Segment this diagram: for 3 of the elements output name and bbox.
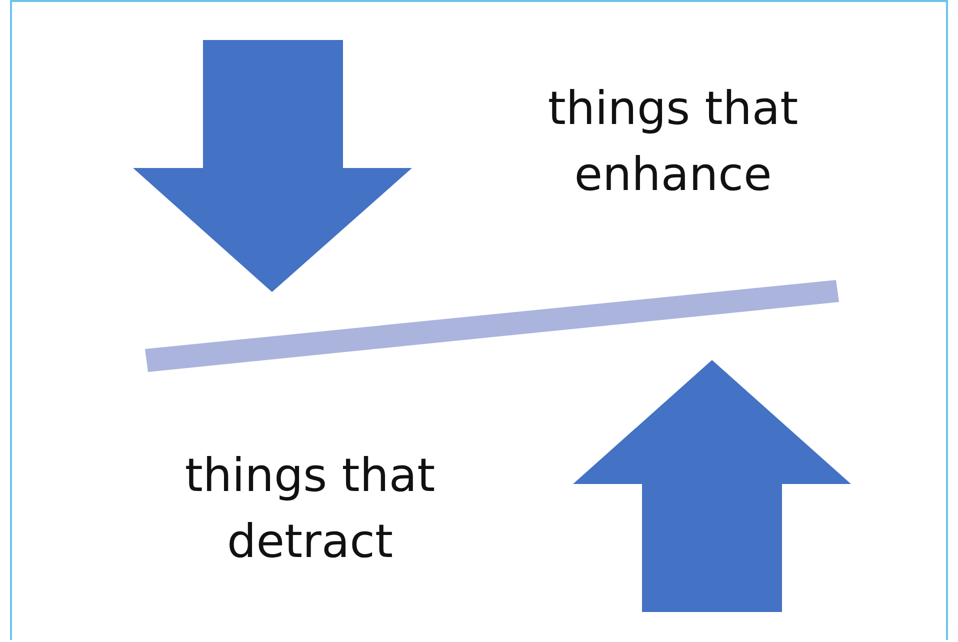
annotation-text: things that enhance: [546, 80, 800, 203]
balance-bar: [145, 280, 839, 372]
annotation-text: things that detract: [184, 447, 436, 570]
